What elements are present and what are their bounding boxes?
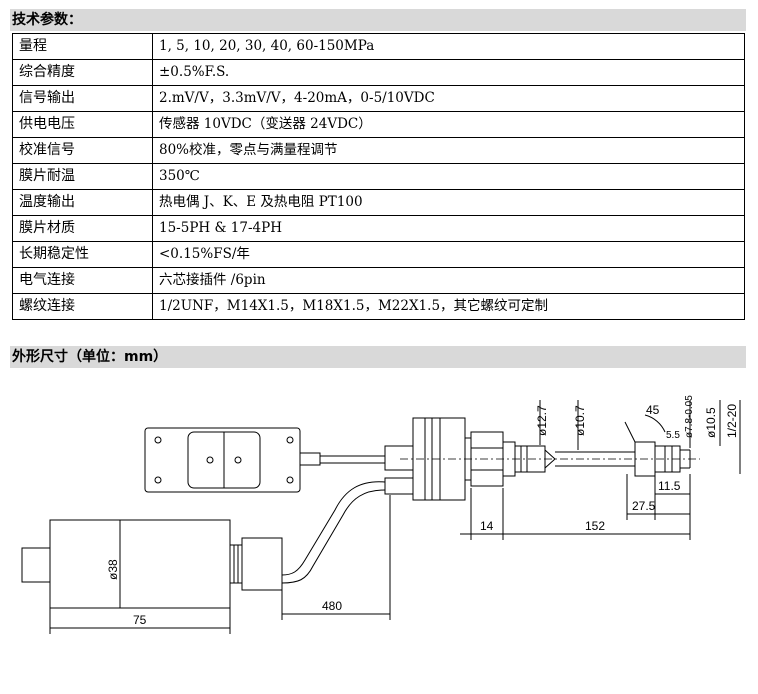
spec-value: 热电偶 J、K、E 及热电阻 PT100 [152, 189, 745, 216]
dim-len-body: 75 [133, 613, 147, 627]
dim-d-10-5: ø10.5 [704, 407, 718, 438]
spec-row: 电气连接六芯接插件 /6pin [12, 267, 745, 294]
spec-value: 传感器 10VDC（变送器 24VDC） [152, 111, 745, 138]
spec-key: 膜片材质 [12, 215, 153, 242]
spec-key: 温度输出 [12, 189, 153, 216]
sensor-body [49, 519, 231, 609]
dim-thread: 1/2-20 [725, 404, 739, 438]
spec-value: 1/2UNF，M14X1.5，M18X1.5，M22X1.5，其它螺纹可定制 [152, 293, 745, 320]
spec-value: ±0.5%F.S. [152, 59, 745, 86]
spec-key: 电气连接 [12, 267, 153, 294]
spec-key: 校准信号 [12, 137, 153, 164]
section-title-specs: 技术参数： [10, 9, 746, 31]
connector-plate [144, 427, 301, 493]
dim-len-5-5: 5.5 [666, 430, 680, 441]
spec-key: 信号输出 [12, 85, 153, 112]
dim-d-7-8: ø7.8-0.05 [684, 395, 695, 438]
spec-key: 综合精度 [12, 59, 153, 86]
spec-value: 1, 5, 10, 20, 30, 40, 60-150MPa [152, 33, 745, 60]
spec-row: 综合精度±0.5%F.S. [12, 59, 745, 86]
spec-value: 80%校准，零点与满量程调节 [152, 137, 745, 164]
spec-key: 供电电压 [12, 111, 153, 138]
spec-value: 350℃ [152, 163, 745, 190]
spec-key: 长期稳定性 [12, 241, 153, 268]
spec-key: 螺纹连接 [12, 293, 153, 320]
dimension-drawing: ø38 75 480 14 152 27.5 11.5 ø12.7 ø10.7 … [21, 395, 741, 634]
sensor-head [384, 445, 414, 471]
dim-len-27-5: 27.5 [632, 499, 656, 513]
spec-value: 六芯接插件 /6pin [152, 267, 745, 294]
dim-len-14: 14 [480, 519, 494, 533]
section-title-dimensions: 外形尺寸（单位：mm） [10, 346, 746, 368]
dim-d-body: ø38 [106, 559, 120, 580]
dim-len-152: 152 [585, 519, 605, 533]
dim-d-12-7: ø12.7 [535, 405, 549, 436]
dim-len-11-5: 11.5 [658, 479, 681, 493]
spec-value: 15-5PH & 17-4PH [152, 215, 745, 242]
dim-len-cable: 480 [322, 599, 342, 613]
spec-row: 供电电压传感器 10VDC（变送器 24VDC） [12, 111, 745, 138]
spec-key: 量程 [12, 33, 153, 60]
spec-row: 温度输出热电偶 J、K、E 及热电阻 PT100 [12, 189, 745, 216]
spec-key: 膜片耐温 [12, 163, 153, 190]
dim-angle-45: 45 [646, 403, 660, 417]
spec-row: 长期稳定性<0.15%FS/年 [12, 241, 745, 268]
spec-value: <0.15%FS/年 [152, 241, 745, 268]
spec-value: 2.mV/V，3.3mV/V，4-20mA，0-5/10VDC [152, 85, 745, 112]
dim-d-10-7: ø10.7 [573, 405, 587, 436]
